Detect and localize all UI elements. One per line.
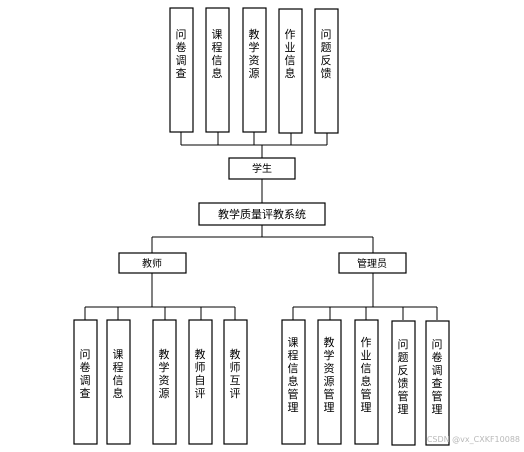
system-node: 教学质量评教系统 [198, 202, 326, 226]
student-module-course-info: 课程信息 [205, 7, 230, 133]
teacher-module-self-evaluation: 教师自评 [188, 319, 213, 445]
student-node: 学生 [228, 157, 296, 180]
admin-module-homework-info-management: 作业信息管理 [354, 319, 379, 445]
teacher-module-peer-evaluation-label: 教师互评 [230, 348, 241, 400]
student-label: 学生 [252, 162, 272, 175]
student-module-homework-info-label: 作业信息 [285, 28, 296, 80]
student-module-homework-info: 作业信息 [278, 8, 303, 134]
watermark: CSDN @vx_CXKF10088 [427, 435, 520, 444]
connector-lines [84, 132, 438, 320]
admin-module-course-info-management: 课程信息管理 [281, 319, 306, 445]
student-module-feedback: 问题反馈 [314, 8, 339, 134]
teacher-node: 教师 [118, 252, 187, 274]
teacher-module-teaching-resources: 教学资源 [152, 319, 177, 445]
admin-module-survey-management-label: 问卷调查管理 [432, 338, 443, 416]
teacher-module-course-info-label: 课程信息 [113, 348, 124, 400]
admin-node: 管理员 [338, 252, 407, 274]
student-module-survey-label: 问卷调查 [176, 28, 187, 80]
teacher-module-peer-evaluation: 教师互评 [223, 319, 248, 445]
student-module-feedback-label: 问题反馈 [321, 28, 332, 80]
teacher-label: 教师 [142, 257, 162, 270]
student-module-survey: 问卷调查 [169, 7, 194, 133]
admin-module-teaching-resources-management: 教学资源管理 [317, 319, 342, 445]
teacher-module-survey: 问卷调查 [73, 319, 98, 445]
student-module-teaching-resources-label: 教学资源 [249, 28, 260, 80]
admin-module-teaching-resources-management-label: 教学资源管理 [324, 336, 335, 414]
admin-label: 管理员 [357, 257, 387, 270]
admin-module-survey-management: 问卷调查管理 [425, 320, 450, 446]
admin-module-homework-info-management-label: 作业信息管理 [361, 336, 372, 414]
system-label: 教学质量评教系统 [218, 207, 306, 221]
teacher-module-teaching-resources-label: 教学资源 [159, 348, 170, 400]
admin-module-feedback-management: 问题反馈管理 [391, 320, 416, 446]
student-module-course-info-label: 课程信息 [212, 28, 223, 80]
teacher-module-course-info: 课程信息 [106, 319, 131, 445]
admin-module-feedback-management-label: 问题反馈管理 [398, 338, 409, 416]
teacher-module-survey-label: 问卷调查 [80, 348, 91, 400]
student-module-teaching-resources: 教学资源 [242, 7, 267, 133]
teacher-module-self-evaluation-label: 教师自评 [195, 348, 206, 400]
admin-module-course-info-management-label: 课程信息管理 [288, 336, 299, 414]
